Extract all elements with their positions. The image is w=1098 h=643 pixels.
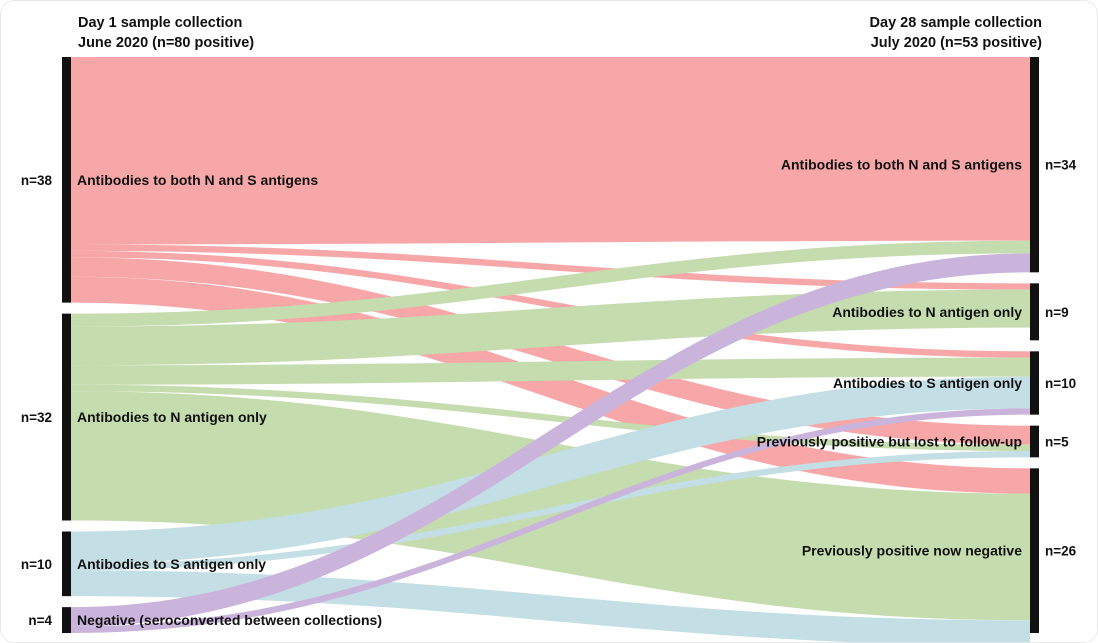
flow-ribbon — [71, 391, 1030, 621]
flow-ribbon — [71, 376, 1030, 564]
node-label-R0: Antibodies to both N and S antigens — [781, 157, 1022, 173]
node-label-L2: Antibodies to S antigen only — [77, 556, 266, 572]
node-bars — [62, 57, 1039, 633]
node-count-R1: n=9 — [1045, 305, 1069, 320]
node-bar-L1[interactable] — [62, 313, 71, 521]
node-label-R3: Previously positive but lost to follow-u… — [757, 434, 1022, 450]
node-label-L3: Negative (seroconverted between collecti… — [77, 612, 382, 628]
node-bar-L3[interactable] — [62, 607, 71, 633]
flow-ribbon — [71, 276, 1030, 494]
right-header-line1: Day 28 sample collection — [870, 15, 1042, 31]
flow-ribbon — [71, 244, 1030, 290]
node-label-L0: Antibodies to both N and S antigens — [77, 172, 318, 188]
flow-ribbon — [71, 250, 1030, 358]
node-bar-L0[interactable] — [62, 57, 71, 303]
flow-ribbon — [71, 357, 1030, 385]
node-label-R2: Antibodies to S antigen only — [833, 375, 1022, 391]
flow-ribbon — [71, 253, 1030, 627]
flow-ribbon — [71, 451, 1030, 571]
node-bar-L2[interactable] — [62, 531, 71, 597]
node-bar-R3[interactable] — [1030, 425, 1039, 458]
flow-ribbon — [71, 570, 1030, 643]
node-count-L2: n=10 — [21, 557, 52, 572]
node-bar-R0[interactable] — [1030, 57, 1039, 273]
node-label-L1: Antibodies to N antigen only — [77, 409, 267, 425]
left-header: Day 1 sample collection June 2020 (n=80 … — [78, 15, 254, 51]
flow-ribbons — [71, 57, 1030, 643]
flow-ribbon — [71, 257, 1030, 445]
flow-ribbon — [71, 384, 1030, 451]
node-bar-R1[interactable] — [1030, 283, 1039, 341]
node-count-L3: n=4 — [28, 613, 52, 628]
node-labels: Antibodies to both N and S antigensn=38A… — [21, 157, 1077, 628]
node-label-R4: Previously positive now negative — [802, 543, 1022, 559]
flow-ribbon — [71, 57, 1030, 245]
right-header: Day 28 sample collection July 2020 (n=53… — [870, 15, 1043, 51]
flow-ribbon — [71, 408, 1030, 633]
node-label-R1: Antibodies to N antigen only — [832, 304, 1022, 320]
node-count-R0: n=34 — [1045, 158, 1077, 173]
node-count-R3: n=5 — [1045, 435, 1069, 450]
node-count-R2: n=10 — [1045, 376, 1076, 391]
left-header-line1: Day 1 sample collection — [78, 15, 242, 31]
flow-ribbon — [71, 240, 1030, 327]
node-count-L1: n=32 — [21, 410, 52, 425]
node-bar-R4[interactable] — [1030, 468, 1039, 633]
left-header-line2: June 2020 (n=80 positive) — [78, 35, 254, 51]
right-header-line2: July 2020 (n=53 positive) — [871, 35, 1042, 51]
node-count-L0: n=38 — [21, 173, 53, 188]
node-count-R4: n=26 — [1045, 544, 1077, 559]
node-bar-R2[interactable] — [1030, 351, 1039, 415]
